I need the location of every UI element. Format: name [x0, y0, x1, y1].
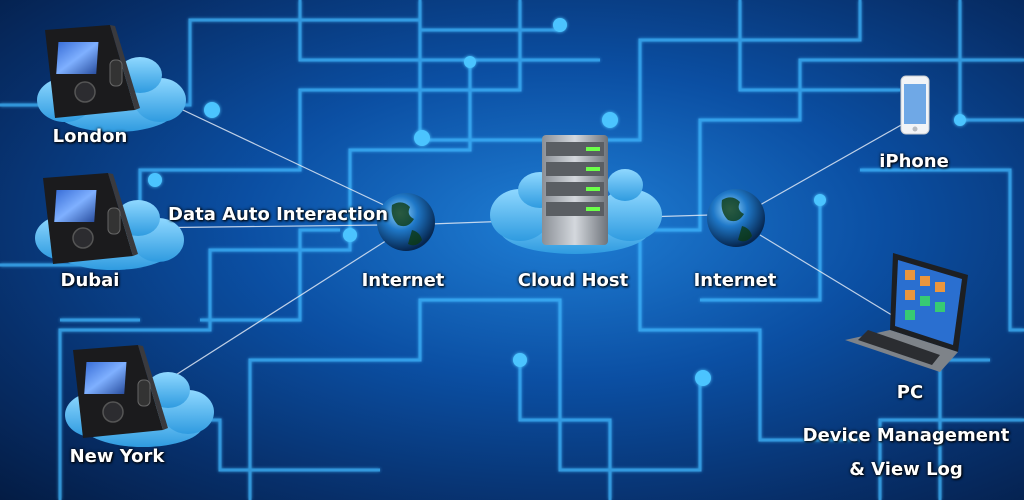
- fingerprint-terminal-icon: [73, 345, 168, 438]
- iphone-label: iPhone: [879, 151, 949, 172]
- link-label: Data Auto Interaction: [168, 204, 389, 225]
- internet-left-label: Internet: [361, 270, 445, 291]
- pc-caption-line1: Device Management: [802, 425, 1010, 446]
- device-label-london: London: [52, 126, 128, 147]
- pc-caption-line2: & View Log: [849, 459, 963, 480]
- device-london: [37, 25, 186, 132]
- pc-label: PC: [896, 382, 924, 403]
- globe-icon-right: [707, 189, 765, 247]
- smartphone-icon: [900, 75, 930, 135]
- server-icon: [542, 135, 608, 245]
- fingerprint-terminal-icon: [43, 173, 138, 264]
- device-label-dubai: Dubai: [60, 270, 120, 291]
- internet-right-label: Internet: [693, 270, 777, 291]
- fingerprint-terminal-icon: [45, 25, 140, 118]
- globe-icon-left: [377, 193, 435, 251]
- device-dubai: [35, 173, 184, 270]
- device-label-new-york: New York: [69, 446, 165, 467]
- cloud-host: [490, 135, 662, 254]
- cloud-host-label: Cloud Host: [517, 270, 629, 291]
- circuit-nodes: [148, 18, 966, 386]
- laptop-icon: [845, 253, 968, 372]
- device-new-york: [65, 345, 214, 447]
